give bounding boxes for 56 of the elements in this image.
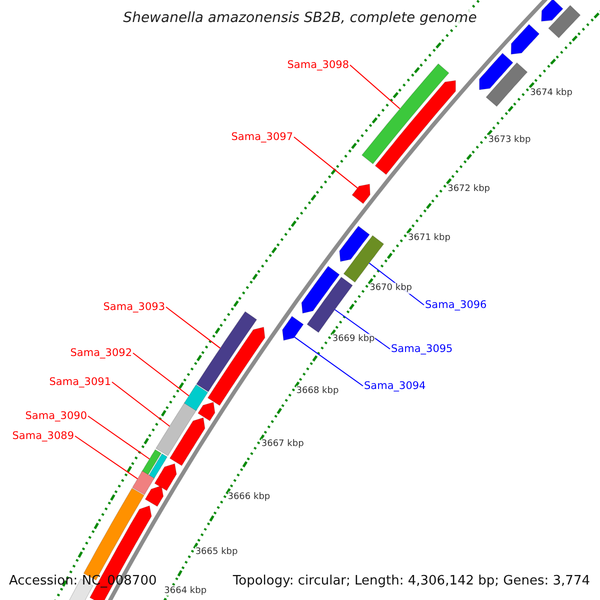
feature-bar xyxy=(486,62,528,107)
feature-bar xyxy=(343,235,384,283)
feature-bar xyxy=(361,63,450,164)
scale-label: 3670 kbp xyxy=(370,283,412,294)
gene-label: Sama_3097 xyxy=(231,130,293,144)
gene-label: Sama_3091 xyxy=(49,376,111,388)
gene-label: Sama_3095 xyxy=(391,342,453,356)
feature-bar xyxy=(306,276,353,333)
genome-info-text: Topology: circular; Length: 4,306,142 bp; Genes: 3,774 xyxy=(232,574,590,590)
scale-label: 3664 kbp xyxy=(164,586,207,596)
gene-feature xyxy=(479,52,514,90)
scale-label: 3674 kbp xyxy=(530,88,572,98)
gene-feature xyxy=(352,184,370,204)
scale-label: 3665 kbp xyxy=(195,546,238,557)
feature-bar xyxy=(548,4,581,38)
leader-line xyxy=(350,64,400,110)
scale-label: 3666 kbp xyxy=(228,492,270,503)
feature-bar xyxy=(148,453,168,480)
leader-line xyxy=(294,136,358,189)
gene-feature xyxy=(198,402,216,422)
feature-bar xyxy=(141,449,162,476)
leader-line xyxy=(112,382,170,427)
leader-line xyxy=(294,336,364,386)
gene-label: Sama_3092 xyxy=(70,346,132,360)
feature-bar xyxy=(196,311,258,392)
gene-label: Sama_3089 xyxy=(12,430,74,442)
leader-line xyxy=(334,309,390,350)
feature-bar xyxy=(184,384,208,412)
gene-feature xyxy=(169,417,206,466)
scale-label: 3671 kbp xyxy=(408,232,450,244)
gene-label: Sama_3096 xyxy=(425,298,487,312)
leader-line xyxy=(74,436,138,480)
gene-label: Sama_3094 xyxy=(364,380,426,392)
gene-feature xyxy=(207,326,266,406)
gene-feature xyxy=(282,316,304,341)
scale-label: 3673 kbp xyxy=(488,135,531,146)
gene-feature xyxy=(541,0,564,22)
gene-feature xyxy=(510,24,540,55)
gene-feature xyxy=(144,485,164,507)
feature-bar xyxy=(155,401,198,456)
gene-label: Sama_3090 xyxy=(25,410,87,422)
gene-label: Sama_3098 xyxy=(287,58,349,72)
gene-feature xyxy=(339,226,370,262)
leader-line xyxy=(88,416,150,460)
feature-bar xyxy=(132,470,155,496)
map-title: Shewanella amazonensis SB2B, complete genome xyxy=(123,10,477,26)
scale-label: 3669 kbp xyxy=(332,334,375,344)
gene-feature xyxy=(301,266,340,314)
scale-label: 3668 kbp xyxy=(296,386,339,396)
scale-label: 3667 kbp xyxy=(261,438,304,450)
scale-label: 3672 kbp xyxy=(448,183,490,194)
leader-line xyxy=(132,352,190,396)
leader-line xyxy=(166,306,221,349)
gene-feature xyxy=(154,463,177,492)
gene-label: Sama_3093 xyxy=(103,300,165,314)
gene-feature xyxy=(374,80,456,175)
